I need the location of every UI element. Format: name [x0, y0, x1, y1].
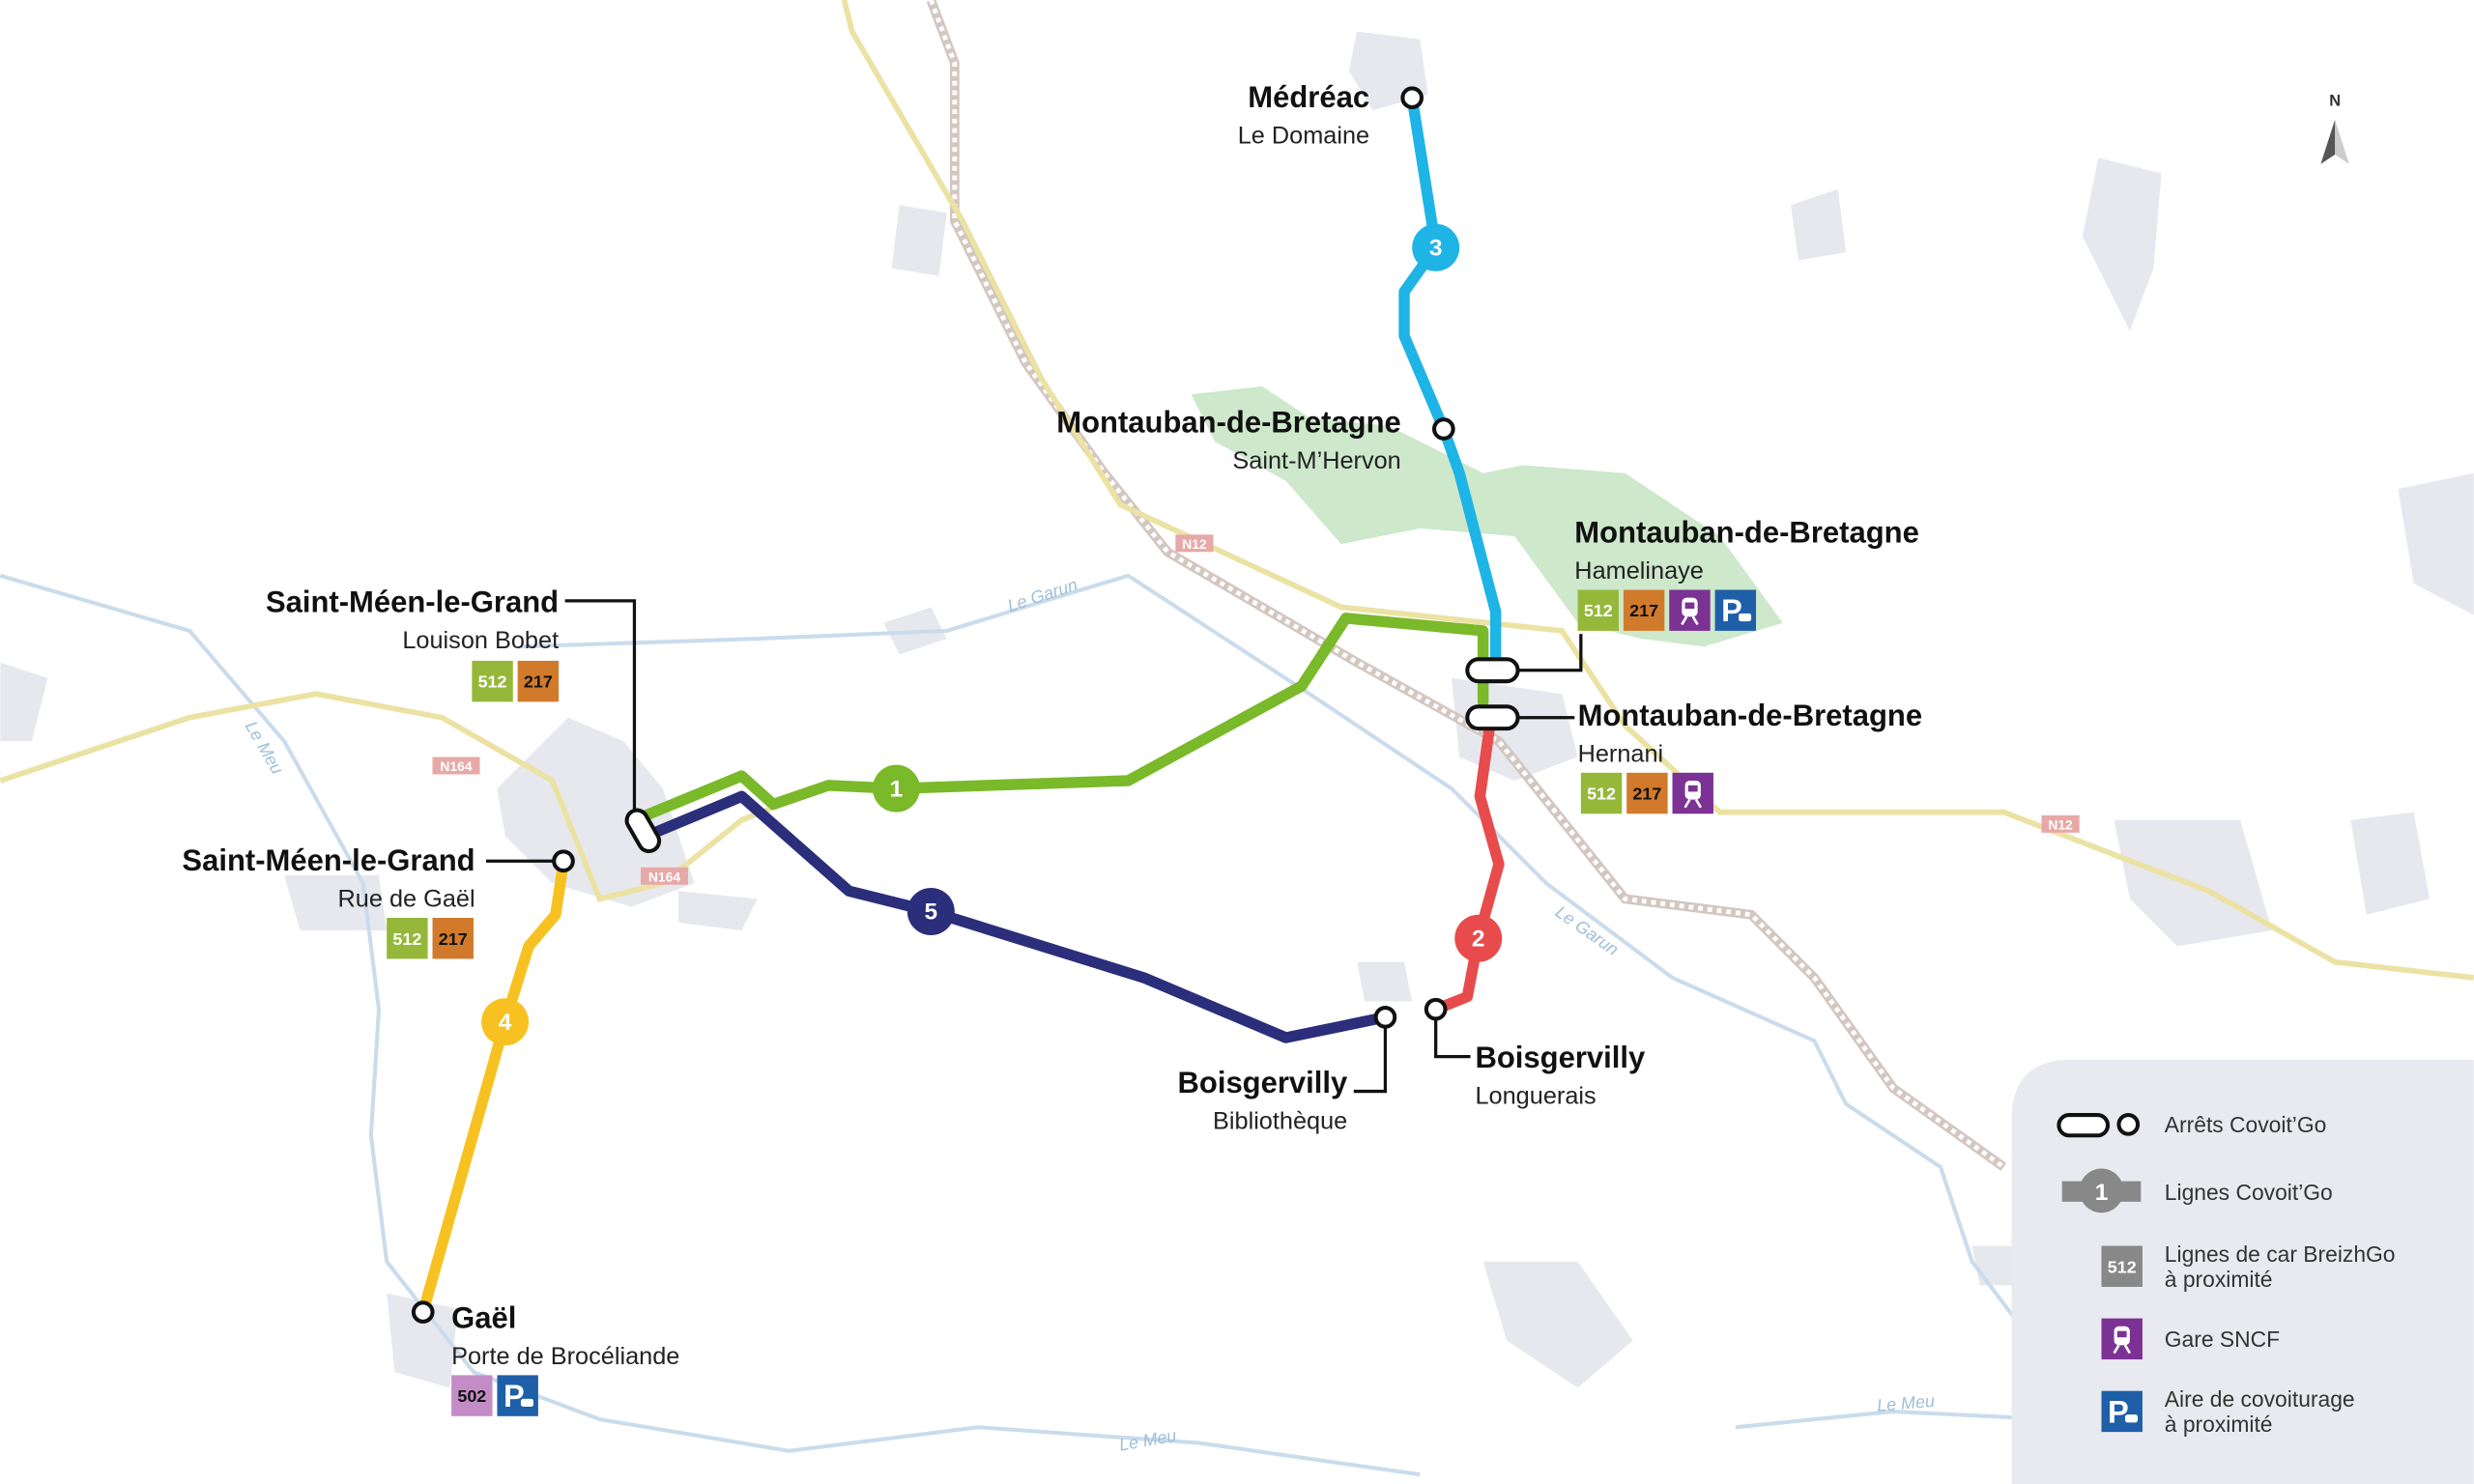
svg-text:Médréac: Médréac	[1248, 80, 1369, 114]
svg-text:Hamelinaye: Hamelinaye	[1574, 557, 1704, 585]
stop-hamelinaye[interactable]: Montauban-de-Bretagne Hamelinaye 512 217	[1574, 516, 1919, 631]
svg-text:Le Meu: Le Meu	[1117, 1426, 1177, 1455]
svg-text:Saint-M’Hervon: Saint-M’Hervon	[1232, 447, 1400, 474]
svg-text:1: 1	[890, 776, 904, 802]
stop-gael[interactable]: Gaël Porte de Brocéliande 502	[451, 1300, 679, 1416]
rivers	[0, 573, 2052, 1477]
stop-longuerais[interactable]: Boisgervilly Longuerais	[1475, 1041, 1645, 1110]
svg-text:502: 502	[457, 1386, 486, 1406]
svg-text:2: 2	[1472, 926, 1485, 952]
svg-text:Boisgervilly: Boisgervilly	[1178, 1066, 1348, 1099]
town-areas	[0, 31, 2474, 1388]
svg-text:512: 512	[478, 672, 507, 692]
svg-text:N164: N164	[648, 869, 680, 884]
svg-text:Le Garun: Le Garun	[1005, 575, 1079, 615]
svg-text:Le Meu: Le Meu	[242, 718, 287, 778]
svg-text:Louison Bobet: Louison Bobet	[402, 627, 559, 654]
svg-text:à proximité: à proximité	[2165, 1412, 2273, 1437]
line-5-route[interactable]	[641, 790, 1392, 1043]
svg-text:5: 5	[925, 899, 938, 926]
svg-text:512: 512	[392, 929, 421, 949]
svg-text:N12: N12	[1182, 536, 1207, 552]
svg-text:217: 217	[524, 672, 553, 692]
stop-medreac[interactable]: Médréac Le Domaine	[1238, 80, 1369, 150]
svg-text:Boisgervilly: Boisgervilly	[1475, 1041, 1645, 1074]
stop-hernani[interactable]: Montauban-de-Bretagne Hernani 512 217	[1578, 699, 1923, 814]
stop-louison-bobet[interactable]: Saint-Méen-le-Grand Louison Bobet 512 21…	[266, 585, 560, 702]
svg-text:217: 217	[1629, 601, 1658, 620]
svg-text:Montauban-de-Bretagne: Montauban-de-Bretagne	[1574, 516, 1919, 550]
roads	[0, 0, 2474, 981]
north-arrow-icon: N	[2320, 92, 2349, 164]
legend: Arrêts Covoit’Go 1 Lignes Covoit’Go 512 …	[2011, 1059, 2474, 1484]
svg-text:Montauban-de-Bretagne: Montauban-de-Bretagne	[1578, 699, 1923, 732]
stops[interactable]	[411, 86, 1520, 1324]
svg-text:N12: N12	[2048, 817, 2073, 833]
svg-text:Gare SNCF: Gare SNCF	[2165, 1327, 2280, 1352]
stop-rue-de-gael[interactable]: Saint-Méen-le-Grand Rue de Gaël 512 217	[182, 843, 475, 959]
line-badges: 1 2 3 4 5	[481, 223, 1503, 1046]
svg-text:Hernani: Hernani	[1578, 740, 1664, 767]
svg-text:512: 512	[1587, 785, 1616, 804]
svg-text:Montauban-de-Bretagne: Montauban-de-Bretagne	[1056, 405, 1401, 439]
svg-text:Bibliothèque: Bibliothèque	[1213, 1108, 1347, 1135]
svg-text:Lignes Covoit’Go: Lignes Covoit’Go	[2165, 1180, 2333, 1205]
svg-text:Longuerais: Longuerais	[1475, 1083, 1596, 1110]
svg-text:217: 217	[1632, 785, 1661, 804]
svg-text:Aire de covoiturage: Aire de covoiturage	[2165, 1386, 2355, 1412]
svg-text:N164: N164	[440, 758, 472, 774]
svg-text:Saint-Méen-le-Grand: Saint-Méen-le-Grand	[266, 585, 559, 618]
stop-bibliotheque[interactable]: Boisgervilly Bibliothèque	[1178, 1066, 1348, 1135]
svg-text:4: 4	[499, 1010, 512, 1036]
svg-text:Gaël: Gaël	[451, 1300, 516, 1334]
svg-text:3: 3	[1429, 235, 1443, 261]
forest-area	[1191, 385, 1783, 647]
svg-text:217: 217	[439, 929, 468, 949]
svg-text:Porte de Brocéliande: Porte de Brocéliande	[451, 1343, 679, 1370]
railway	[926, 0, 2007, 1171]
road-labels: N12 N12 N164 N164	[432, 534, 2080, 885]
svg-text:Saint-Méen-le-Grand: Saint-Méen-le-Grand	[182, 843, 475, 877]
svg-text:1: 1	[2095, 1180, 2109, 1206]
svg-text:512: 512	[2108, 1257, 2137, 1276]
svg-text:Le Domaine: Le Domaine	[1238, 123, 1369, 150]
line-3-route[interactable]	[1398, 92, 1502, 676]
svg-text:Arrêts Covoit’Go: Arrêts Covoit’Go	[2165, 1112, 2327, 1137]
svg-text:Rue de Gaël: Rue de Gaël	[338, 886, 475, 913]
stop-saint-mhervon[interactable]: Montauban-de-Bretagne Saint-M’Hervon	[1056, 405, 1401, 474]
svg-text:à proximité: à proximité	[2165, 1267, 2273, 1292]
leader-lines	[486, 599, 1583, 1094]
svg-text:512: 512	[1584, 601, 1613, 620]
svg-text:Lignes de car BreizhGo: Lignes de car BreizhGo	[2165, 1241, 2396, 1267]
line-4-route[interactable]	[417, 857, 569, 1318]
svg-text:N: N	[2329, 92, 2341, 109]
line-2-route[interactable]	[1429, 711, 1505, 1015]
line-1-route[interactable]	[628, 613, 1489, 826]
